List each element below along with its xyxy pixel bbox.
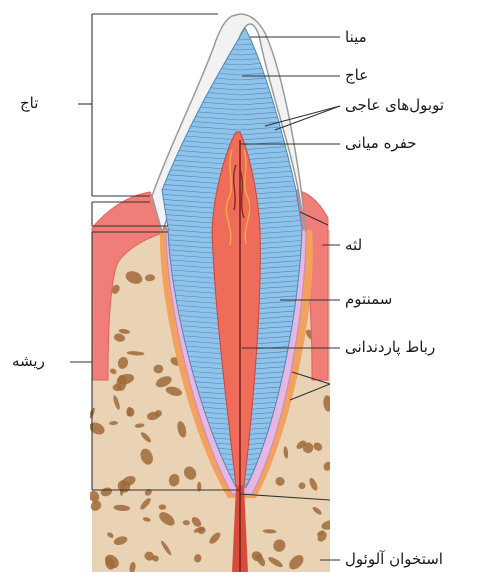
label-pulp-cavity: حفره میانی xyxy=(345,134,417,152)
label-enamel: مینا xyxy=(345,28,367,46)
label-periodontal-ligament: رباط پاردندانی xyxy=(345,338,435,356)
label-alveolar-bone: استخوان آلوئول xyxy=(345,550,443,568)
label-gum: لثه xyxy=(345,236,362,254)
label-dentin: عاج xyxy=(345,66,368,84)
label-dentinal-tubules: توبول‌های عاجی xyxy=(345,96,444,114)
label-crown: تاج xyxy=(20,94,38,112)
label-cementum: سمنتوم xyxy=(345,290,392,308)
label-root: ریشه xyxy=(12,352,45,370)
